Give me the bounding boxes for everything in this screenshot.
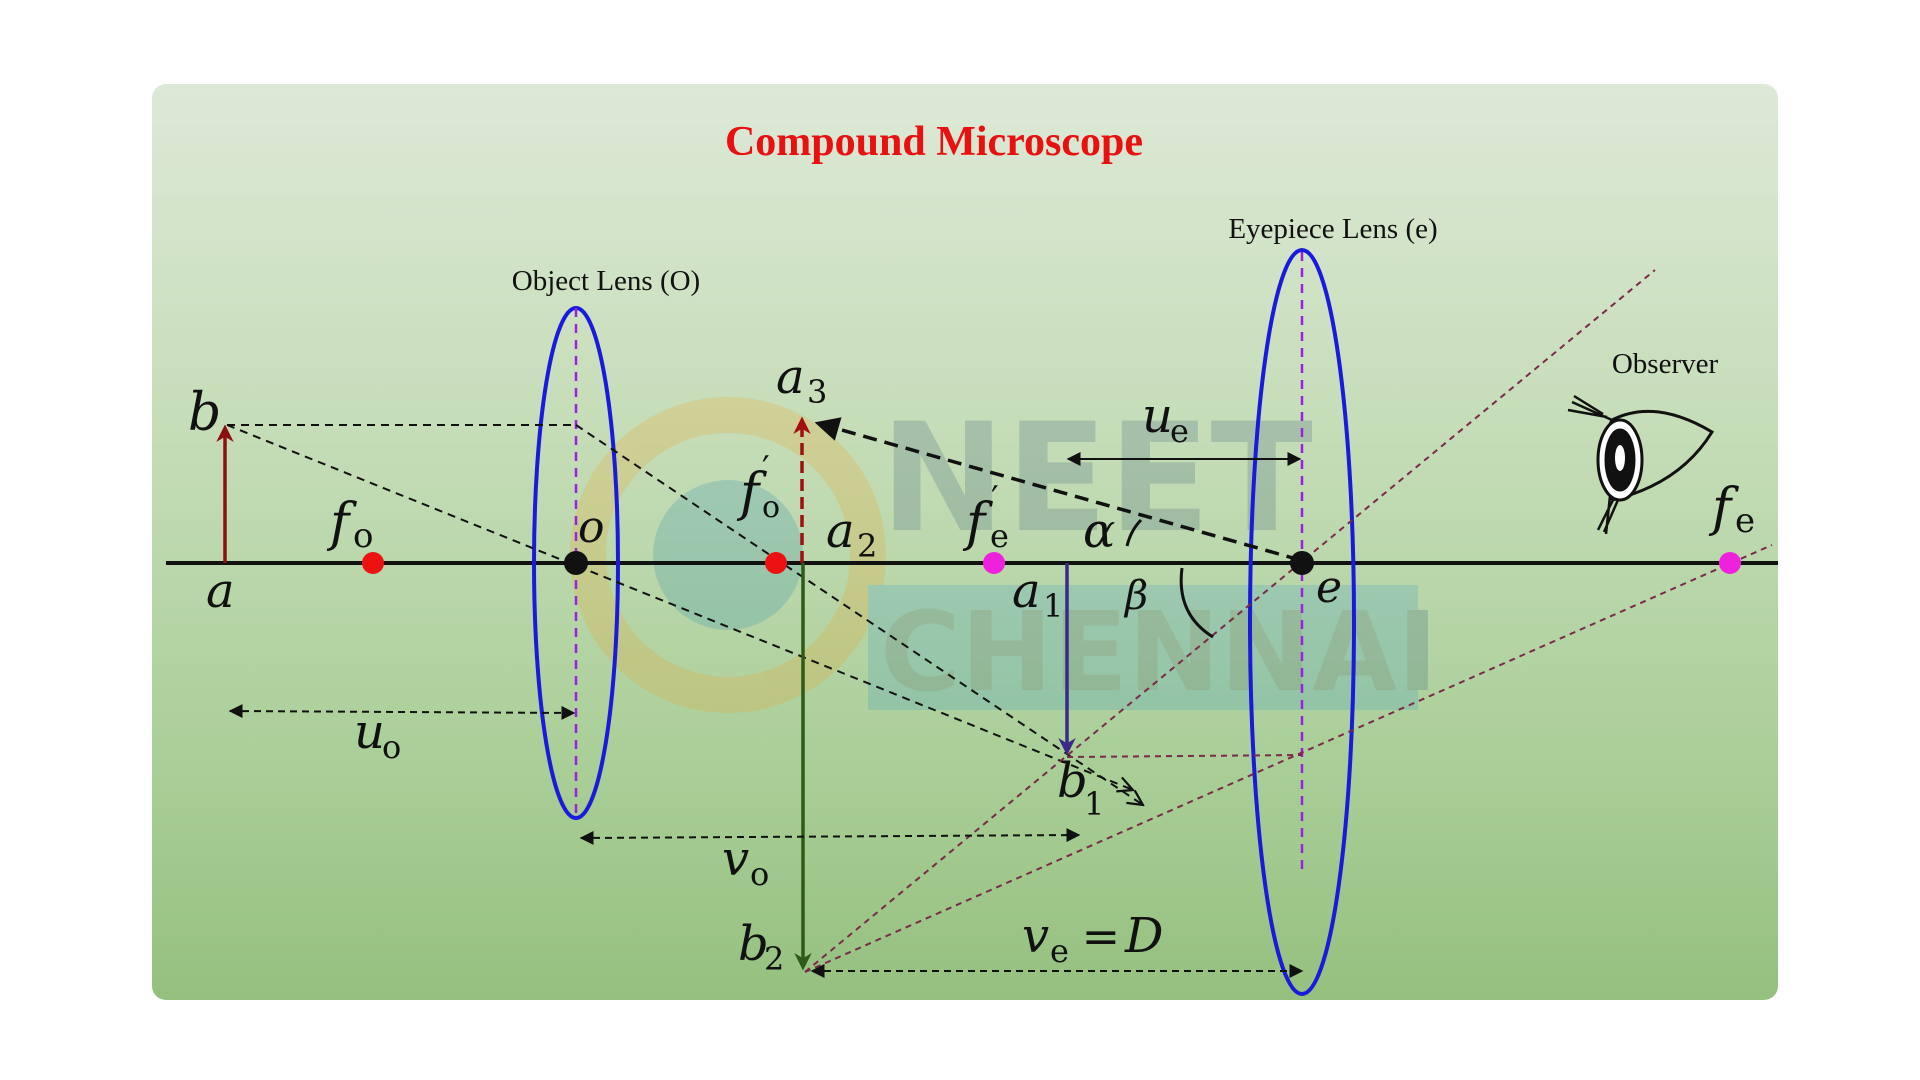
label-a1: a [1012, 563, 1041, 619]
dimension-arrows [228, 452, 1304, 978]
watermark-band [868, 585, 1418, 710]
eye-lid [1611, 409, 1715, 502]
label-uo: u [354, 704, 385, 760]
ray-extension-2 [804, 544, 1773, 973]
label-b2: b [738, 916, 769, 972]
objective-lens [532, 306, 620, 820]
label-o: o [578, 502, 605, 553]
label-a3-sub: 3 [807, 373, 827, 411]
eyepiece-rays [804, 269, 1773, 973]
focal-point-fe-prime [983, 552, 1005, 574]
eyepiece-lens-outline [1248, 248, 1356, 996]
objective-lens-label: Object Lens (O) [512, 265, 700, 297]
label-fo-sub: o [353, 516, 373, 556]
watermark-ring [570, 397, 886, 713]
watermark: NEET CHENNAI [570, 392, 1438, 716]
watermark-dot [653, 480, 803, 630]
label-ue: u [1142, 388, 1173, 444]
label-fo-prime-mark: ′ [762, 449, 770, 489]
label-b1-sub: 1 [1084, 785, 1104, 823]
diagram-panel [152, 84, 1778, 1000]
label-alpha: α [1083, 503, 1115, 559]
objective-rays [226, 424, 1143, 805]
watermark-line1: NEET [880, 392, 1313, 566]
beta-arc [1179, 567, 1214, 639]
v-o-arrow [579, 828, 1081, 845]
label-a1-sub: 1 [1043, 587, 1063, 625]
label-fo-prime-sub: o [762, 490, 780, 525]
label-vo-sub: o [750, 855, 769, 893]
observer-eye-icon [1567, 394, 1715, 535]
alpha-arc [1125, 518, 1143, 547]
optical-centre-o [564, 551, 588, 575]
math-labels: b a f o o a 3 f ′ o a 2 f ′ e u e α β a … [188, 349, 1755, 978]
label-ve-sub: e [1050, 932, 1069, 970]
eye-lashes-bottom [1596, 495, 1620, 535]
focal-point-fo [362, 552, 384, 574]
label-D: D [1124, 908, 1163, 964]
ray-extension-1 [804, 269, 1656, 973]
visual-angle-line [814, 417, 1301, 562]
label-ue-sub: e [1170, 412, 1189, 450]
eyepiece-lens-label: Eyepiece Lens (e) [1228, 213, 1437, 245]
eye-pupil-highlight [1615, 445, 1625, 471]
label-uo-sub: o [382, 728, 401, 766]
ray-b1-horizontal [1066, 754, 1303, 758]
label-a3: a [776, 349, 805, 405]
eye-lashes-top [1567, 394, 1613, 422]
label-a2: a [826, 503, 855, 559]
watermark-line2: CHENNAI [880, 588, 1438, 716]
label-a2-sub: 2 [857, 527, 877, 565]
focal-point-fo-prime [765, 552, 787, 574]
label-b: b [188, 383, 221, 443]
focal-point-fe [1719, 552, 1741, 574]
label-fe-prime-sub: e [990, 517, 1009, 555]
label-b1: b [1057, 753, 1088, 809]
label-ve-equals: = [1067, 909, 1135, 963]
label-beta: β [1123, 573, 1148, 619]
label-a: a [206, 563, 235, 619]
label-fe-sub: e [1735, 501, 1755, 541]
optical-centre-e [1290, 551, 1314, 575]
ray-through-centre [226, 424, 1133, 790]
u-o-arrow [228, 704, 576, 720]
observer-label: Observer [1612, 348, 1719, 380]
label-ve: v [1022, 908, 1049, 964]
label-e: e [1316, 562, 1342, 613]
label-fe-prime-mark: ′ [991, 479, 999, 519]
diagram-title: Compound Microscope [725, 119, 1143, 165]
label-vo: v [722, 831, 749, 887]
label-b2-sub: 2 [764, 940, 784, 978]
ray-refracted [575, 424, 1143, 805]
